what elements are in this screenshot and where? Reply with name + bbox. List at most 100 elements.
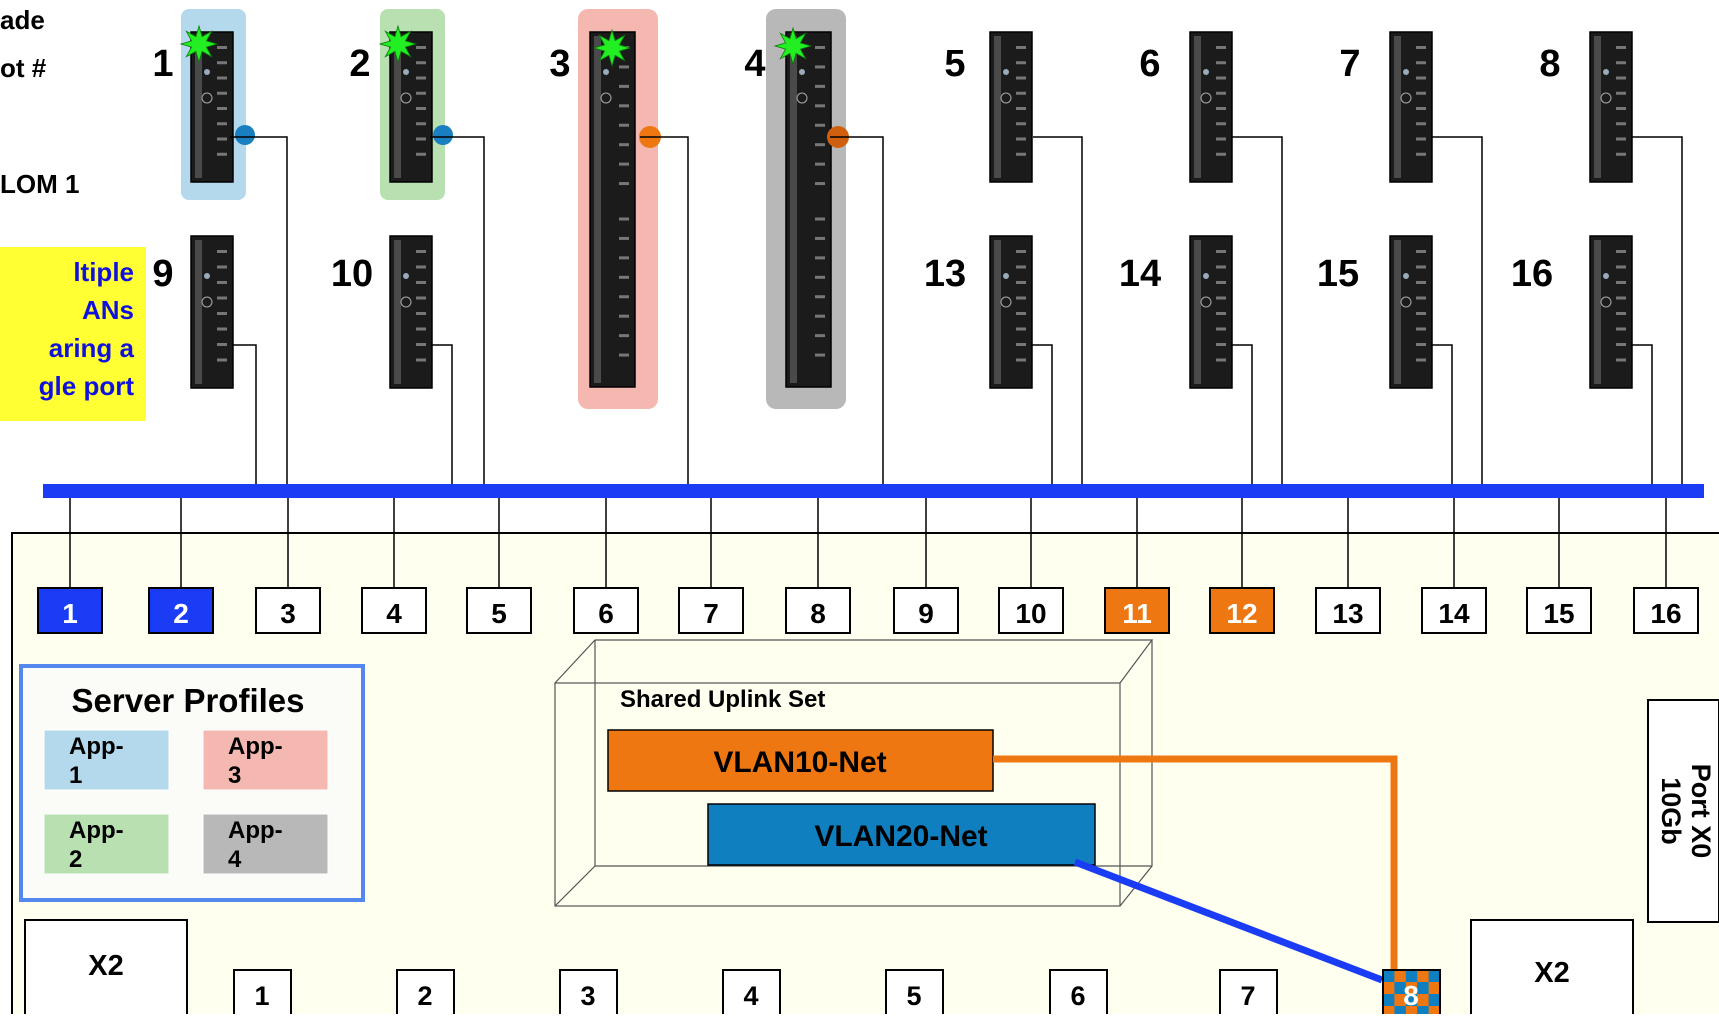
blade-vent bbox=[1016, 281, 1026, 284]
blade-vent bbox=[1616, 312, 1626, 315]
blade-vent bbox=[1216, 312, 1226, 315]
uplink-port-number: 5 bbox=[906, 981, 921, 1011]
downlink-port-7: 7 bbox=[678, 587, 744, 634]
half-height-blade-5 bbox=[989, 31, 1033, 183]
blade-vent bbox=[416, 250, 426, 253]
blade-vent bbox=[619, 143, 629, 147]
port-x0-box bbox=[1647, 699, 1719, 923]
blade-vent bbox=[217, 343, 227, 346]
half-height-blade-14 bbox=[1189, 235, 1233, 389]
blade-vent bbox=[1216, 358, 1226, 362]
blade-vent bbox=[217, 327, 227, 331]
checker-cell bbox=[1428, 994, 1440, 1006]
blade-vent bbox=[815, 275, 825, 279]
checker-cell bbox=[1405, 970, 1418, 982]
uplink-port-4: 4 bbox=[722, 969, 781, 1019]
downlink-port-box bbox=[148, 587, 214, 634]
blade-vent bbox=[416, 296, 426, 300]
downlink-port-box bbox=[998, 587, 1064, 634]
x2-label-right: X2 bbox=[1534, 957, 1569, 989]
downlink-port-number: 6 bbox=[598, 598, 614, 629]
blade-vent bbox=[1016, 327, 1026, 331]
profile-swatch bbox=[202, 729, 329, 791]
blade-power-button bbox=[1200, 92, 1212, 104]
blade-handle bbox=[1594, 240, 1601, 384]
blade-lom-wire bbox=[430, 136, 485, 490]
downlink-port-box bbox=[893, 587, 959, 634]
blade-handle bbox=[394, 240, 401, 384]
uplink-port-box bbox=[885, 969, 944, 1019]
blade-power-button bbox=[400, 296, 412, 308]
shared-uplink-set-box bbox=[554, 639, 1154, 907]
blade-vent bbox=[1216, 281, 1226, 284]
blade-vent bbox=[416, 76, 426, 80]
active-profile-star-icon bbox=[378, 24, 418, 64]
full-height-blade-4 bbox=[785, 31, 832, 388]
blade-vent bbox=[416, 358, 426, 362]
downlink-port-9: 9 bbox=[893, 587, 959, 634]
downlink-port-number: 12 bbox=[1226, 598, 1257, 629]
blade-vent bbox=[217, 76, 227, 80]
downlink-port-11: 11 bbox=[1104, 587, 1170, 634]
profile-swatch bbox=[202, 813, 329, 875]
blade-power-button bbox=[1200, 296, 1212, 308]
lom-label: LOM 1 bbox=[0, 169, 80, 199]
uplink-port-number: 6 bbox=[1070, 981, 1085, 1011]
blade-slot-number: 6 bbox=[1139, 43, 1160, 85]
blade-vent bbox=[416, 122, 426, 126]
blade-vent bbox=[1616, 61, 1626, 65]
blade-handle bbox=[994, 36, 1001, 178]
profile-label-line1: App- bbox=[69, 733, 124, 760]
downlink-port-number: 4 bbox=[386, 598, 402, 629]
downlink-port-box bbox=[466, 587, 532, 634]
blade-slot-number: 9 bbox=[152, 253, 173, 295]
profile-swatch bbox=[43, 813, 170, 875]
uplink-port-7: 7 bbox=[1219, 969, 1278, 1019]
downlink-port-5: 5 bbox=[466, 587, 532, 634]
blade-vent bbox=[217, 312, 227, 315]
blade-vent bbox=[1016, 122, 1026, 126]
downlink-port-number: 16 bbox=[1650, 598, 1681, 629]
vlan20-uplink-path bbox=[1073, 858, 1384, 984]
blade-slot-number: 2 bbox=[349, 43, 370, 85]
blade-vent bbox=[1616, 107, 1626, 110]
blade-led bbox=[1203, 69, 1209, 75]
half-height-blade-9 bbox=[190, 235, 234, 389]
blade-slot-number: 8 bbox=[1539, 43, 1560, 85]
blade-vent bbox=[1216, 343, 1226, 346]
blade-slot-label-1: ade bbox=[0, 5, 45, 35]
blade-vent bbox=[1216, 327, 1226, 331]
blade-handle bbox=[1194, 36, 1201, 178]
blade-vent bbox=[1216, 91, 1226, 95]
blade-vent bbox=[815, 217, 825, 221]
checker-cell bbox=[1417, 982, 1429, 994]
blade-vent bbox=[619, 353, 629, 357]
blade-lom-wire bbox=[1632, 344, 1653, 490]
blade-handle bbox=[1194, 240, 1201, 384]
blade-vent bbox=[815, 295, 825, 299]
blade-slot-label-2: ot # bbox=[0, 53, 47, 83]
downlink-port-16: 16 bbox=[1633, 587, 1699, 634]
blade-vent bbox=[1616, 296, 1626, 300]
blade-power-button bbox=[1400, 296, 1412, 308]
server-profile-app-4: App-4 bbox=[202, 813, 329, 875]
multiple-vlans-note: ltiple ANs aring a gle port bbox=[0, 247, 146, 421]
downlink-port-box bbox=[361, 587, 427, 634]
note-line-1: ltiple bbox=[73, 257, 134, 287]
blade-vent bbox=[1616, 76, 1626, 80]
half-height-blade-13 bbox=[989, 235, 1033, 389]
downlink-port-box bbox=[1315, 587, 1381, 634]
blade-vent bbox=[1216, 152, 1226, 156]
downlink-port-box bbox=[1421, 587, 1487, 634]
blade-led bbox=[1403, 69, 1409, 75]
blade-vent bbox=[1616, 122, 1626, 126]
blade-vent bbox=[1416, 358, 1426, 362]
downlink-port-number: 14 bbox=[1438, 598, 1470, 629]
blade-power-button bbox=[201, 92, 213, 104]
blade-slot-number: 5 bbox=[944, 43, 965, 85]
blade-vent bbox=[1616, 250, 1626, 253]
blade-vent bbox=[1216, 61, 1226, 65]
uplink-port-number: 2 bbox=[417, 981, 432, 1011]
